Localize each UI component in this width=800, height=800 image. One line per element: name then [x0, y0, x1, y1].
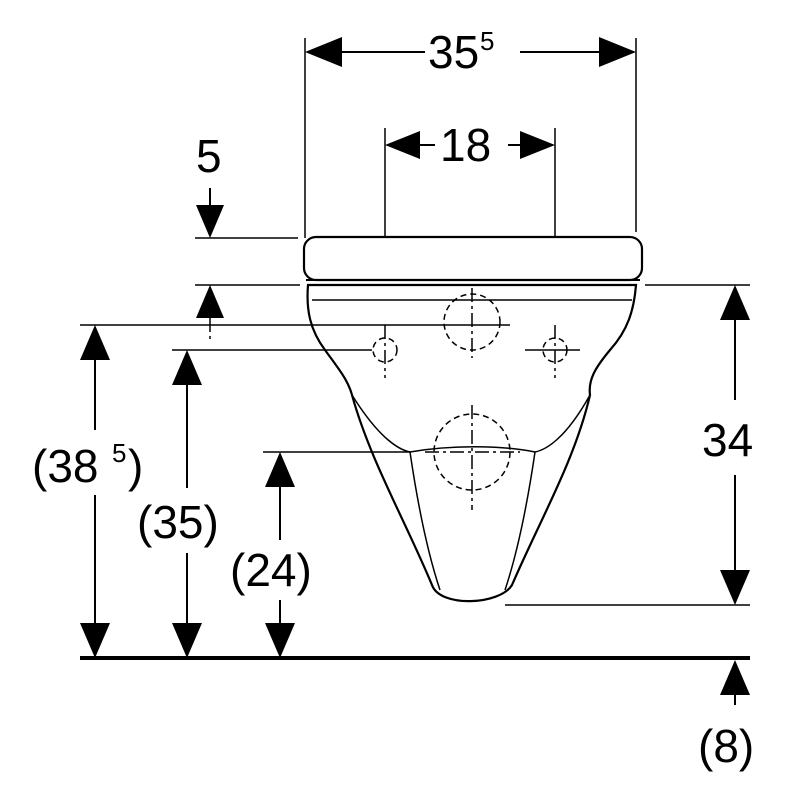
dim-fixing-spacing: 18 [385, 119, 555, 171]
dim-label-main: 35 [428, 26, 479, 78]
dim-label-sup: 5 [112, 438, 126, 468]
dim-label: (24) [230, 544, 312, 596]
toilet-seat [302, 235, 644, 282]
extension-lines [80, 38, 750, 606]
bowl-side-right [504, 394, 591, 591]
dim-label-sup: 5 [480, 26, 494, 56]
dim-label: 34 [702, 414, 753, 466]
dim-bowl-height: 34 [702, 285, 753, 605]
dim-height-38-5: (38 5 ) [32, 325, 143, 658]
bowl-rim-line [409, 446, 536, 453]
hidden-features [372, 288, 568, 510]
dim-label: (35) [137, 496, 219, 548]
bowl-side-left [351, 394, 441, 591]
dim-seat-offset: 5 [196, 130, 224, 318]
toilet-body [302, 235, 644, 603]
dim-floor-offset: (8) [698, 660, 754, 772]
dim-label-open: (38 [32, 440, 98, 492]
dim-overall-width: 35 5 [305, 26, 636, 78]
dim-label-close: ) [128, 440, 143, 492]
dim-height-35: (35) [137, 350, 219, 658]
dim-label: 5 [196, 130, 222, 182]
dim-label: 18 [440, 119, 491, 171]
fixing-hole-left [372, 337, 398, 363]
dim-height-24: (24) [230, 452, 312, 658]
dim-label: (8) [698, 720, 754, 772]
